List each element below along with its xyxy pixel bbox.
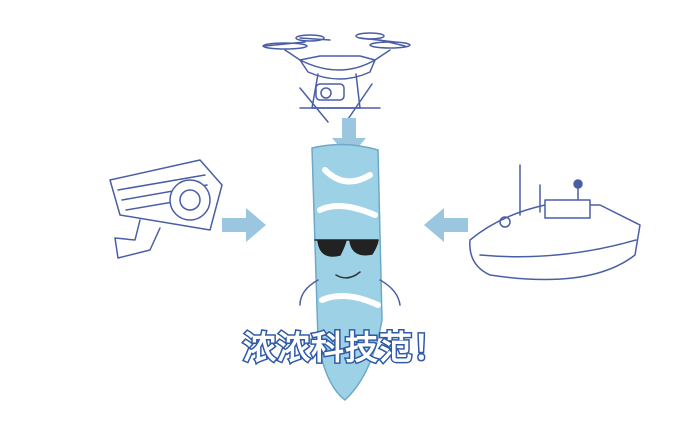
caption-text: 浓浓科技范！ [242,327,448,369]
mascot-icon [299,143,401,401]
arrow-right-icon [222,208,266,242]
arrow-left-icon [424,208,468,242]
boat-icon [469,164,641,281]
drone-icon [262,32,411,123]
security-camera-icon [109,159,223,259]
